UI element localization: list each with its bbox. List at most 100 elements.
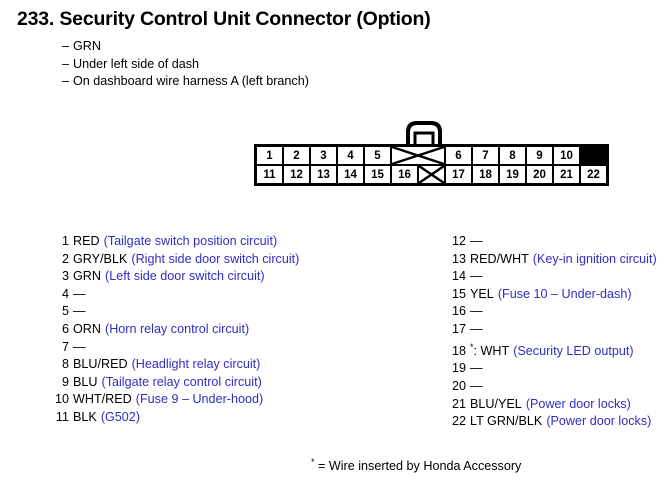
pin-circuit-description: (Headlight relay circuit) (131, 357, 261, 372)
pin-number: 2 (61, 251, 69, 266)
pin-number: 6 (61, 321, 69, 336)
pin-circuit-description: (Power door locks) (525, 396, 631, 411)
note-text: Under left side of dash (73, 56, 200, 71)
pin-number: 16 (451, 304, 466, 319)
connector-pin-cell: 14 (338, 166, 363, 183)
pin-circuit-description: (Tailgate switch position circuit) (103, 234, 278, 248)
pin-number: 1 (61, 234, 69, 248)
footnote: * = Wire inserted by Honda Accessory (311, 457, 521, 473)
connector-pin-cell: 16 (392, 166, 417, 183)
note-text: On dashboard wire harness A (left branch… (73, 74, 309, 88)
connector-top-row: 1 2 3 4 5 6 7 8 9 10 (257, 147, 606, 164)
pin-circuit-description: (Security LED output) (513, 343, 634, 358)
pin-number: 21 (451, 396, 466, 411)
pin-unused-dash: — (470, 269, 483, 284)
connector-pin-cell: 3 (311, 147, 336, 164)
pin-row: 18*: WHT(Security LED output) (447, 339, 657, 361)
connector-pin-cell: 20 (527, 166, 552, 183)
pin-row: 9 BLU(Tailgate relay control circuit) (50, 374, 299, 392)
pin-number: 3 (61, 269, 69, 284)
pin-wire-color: ORN (73, 321, 101, 336)
connector-pin-cell: 10 (554, 147, 579, 164)
pin-row: 6 ORN (Horn relay control circuit) (50, 321, 299, 339)
pin-circuit-description: (Tailgate relay control circuit) (101, 374, 262, 389)
connector-pin-cell: 15 (365, 166, 390, 183)
pin-number: 14 (451, 269, 466, 284)
pin-number: 5 (61, 304, 69, 319)
pin-wire-color: GRY/BLK (73, 251, 128, 266)
connector-note: –Under left side of dash (62, 56, 309, 74)
pin-wire-color: BLU/YEL (470, 396, 522, 411)
pin-wire-color: BLU (73, 374, 98, 389)
pin-unused-dash: — (470, 361, 483, 376)
pin-circuit-description: (Right side door switch circuit) (131, 251, 300, 266)
pin-number: 12 (451, 234, 466, 248)
pin-unused-dash: — (470, 304, 483, 319)
connector-diagram: 1 2 3 4 5 6 7 8 9 10 11 12 13 14 15 16 1… (254, 144, 609, 186)
pin-number: 8 (61, 357, 69, 372)
note-dash-icon: – (62, 74, 70, 88)
pin-wire-color: BLK (73, 409, 97, 424)
connector-pin-cell: 12 (284, 166, 309, 183)
pin-row: 7— (50, 339, 299, 357)
pin-circuit-description: (Power door locks) (546, 414, 652, 429)
pin-number: 17 (451, 321, 466, 336)
footnote-text: = Wire inserted by Honda Accessory (318, 459, 522, 474)
connector-notes-list: –GRN –Under left side of dash –On dashbo… (62, 38, 309, 91)
note-dash-icon: – (62, 56, 70, 71)
pin-wire-color: BLU/RED (73, 357, 128, 372)
pin-number: 11 (55, 409, 69, 424)
pin-row: 8 BLU/RED(Headlight relay circuit) (50, 356, 299, 374)
pin-unused-dash: — (470, 234, 483, 248)
pin-circuit-description: (Left side door switch circuit) (105, 269, 265, 284)
pin-unused-dash: — (470, 378, 483, 393)
pin-row: 1 RED(Tailgate switch position circuit) (50, 233, 299, 251)
connector-pin-cell: 6 (446, 147, 471, 164)
pin-circuit-description: (Key-in ignition circuit) (532, 251, 657, 266)
page-title: 233. Security Control Unit Connector (Op… (17, 8, 431, 30)
connector-pin-cell: 19 (500, 166, 525, 183)
connector-pin-cell: 18 (473, 166, 498, 183)
pin-unused-dash: — (73, 339, 86, 354)
pin-number: 19 (451, 361, 466, 376)
pin-number: 4 (61, 286, 69, 301)
pin-number: 7 (61, 339, 69, 354)
pin-wire-color: RED (73, 234, 100, 248)
asterisk-icon: * (470, 341, 474, 352)
connector-clip-icon (398, 120, 450, 146)
pin-circuit-description: (Horn relay control circuit) (105, 321, 250, 336)
note-text: GRN (73, 39, 101, 53)
connector-pin-cell: 17 (446, 166, 471, 183)
connector-pin-cell: 22 (581, 166, 606, 183)
pin-row: 4— (50, 286, 299, 304)
pin-number: 20 (451, 378, 466, 393)
pin-number: 13 (451, 251, 466, 266)
pin-row: 19 — (447, 360, 657, 378)
connector-pin-cell: 11 (257, 166, 282, 183)
pin-row: 2 GRY/BLK(Right side door switch circuit) (50, 251, 299, 269)
pin-row: 16 — (447, 303, 657, 321)
connector-pin-cell: 8 (500, 147, 525, 164)
connector-blank-cell-wide (392, 147, 444, 164)
connector-blank-cell-narrow (419, 166, 444, 183)
note-dash-icon: – (62, 39, 70, 53)
pin-number: 9 (61, 374, 69, 389)
pin-row: 5— (50, 303, 299, 321)
pin-row: 21 BLU/YEL(Power door locks) (447, 396, 657, 414)
pin-unused-dash: — (470, 321, 483, 336)
pin-number: 10 (54, 392, 69, 407)
pin-number: 18 (451, 343, 466, 358)
pin-row: 20 — (447, 378, 657, 396)
asterisk-icon: * (311, 457, 315, 467)
connector-pin-cell: 13 (311, 166, 336, 183)
pin-number: 15 (451, 286, 466, 301)
connector-pin-cell: 9 (527, 147, 552, 164)
